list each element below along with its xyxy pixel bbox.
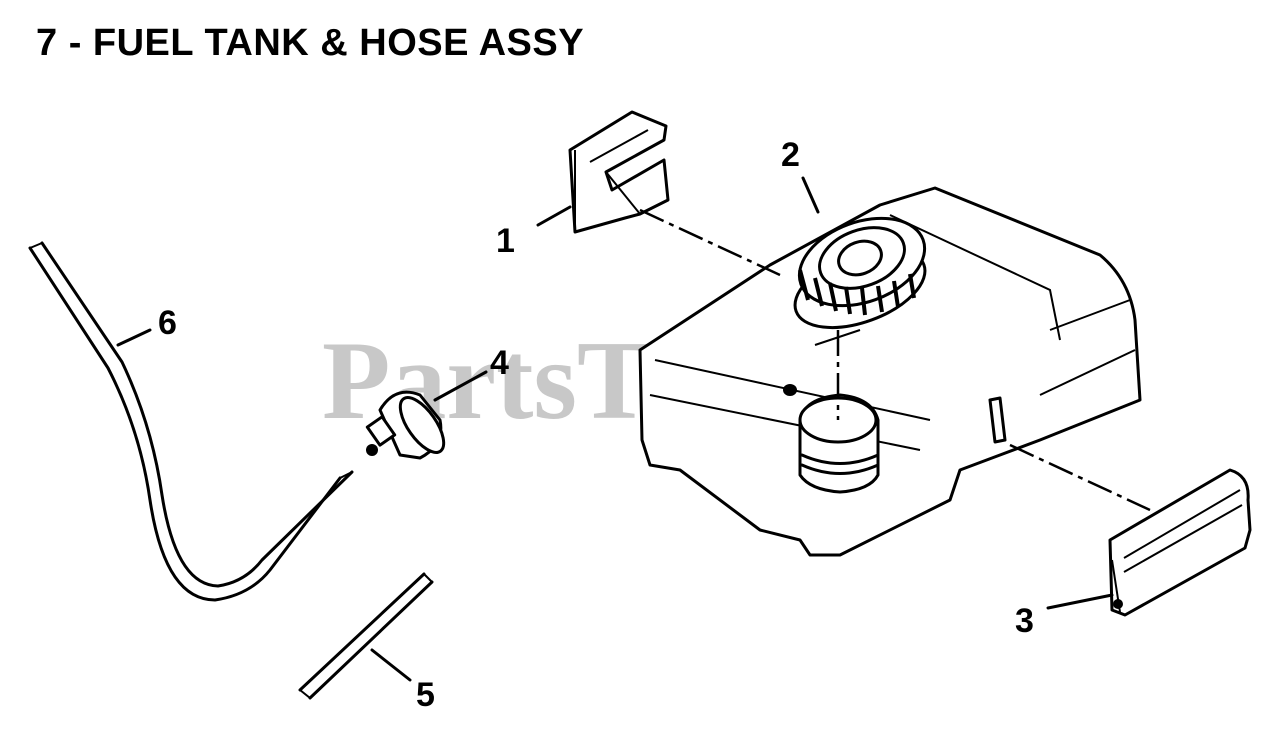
leader-line-6 [116, 328, 152, 347]
leader-line-4 [433, 370, 488, 402]
callout-1: 1 [496, 222, 515, 260]
fuel-tank[interactable] [638, 186, 1142, 557]
leader-line-2 [801, 176, 820, 214]
fuel-hose[interactable] [28, 241, 354, 602]
bracket3-centerline [1009, 443, 1151, 512]
leader-line-5 [370, 648, 412, 682]
callout-5: 5 [416, 676, 435, 714]
callout-4: 4 [490, 344, 509, 382]
callout-2: 2 [781, 136, 800, 174]
fuel-cap[interactable] [784, 202, 936, 343]
right-bracket[interactable] [1108, 468, 1252, 617]
leader-line-1 [536, 205, 572, 227]
callout-6: 6 [158, 304, 177, 342]
diagram-title: 7 - FUEL TANK & HOSE ASSY [36, 22, 585, 64]
left-bracket[interactable] [568, 110, 670, 234]
callout-3: 3 [1015, 602, 1034, 640]
short-hose[interactable] [298, 572, 434, 700]
bracket1-centerline [639, 208, 781, 277]
leader-line-3 [1046, 593, 1114, 610]
fuel-filter[interactable] [365, 390, 452, 460]
